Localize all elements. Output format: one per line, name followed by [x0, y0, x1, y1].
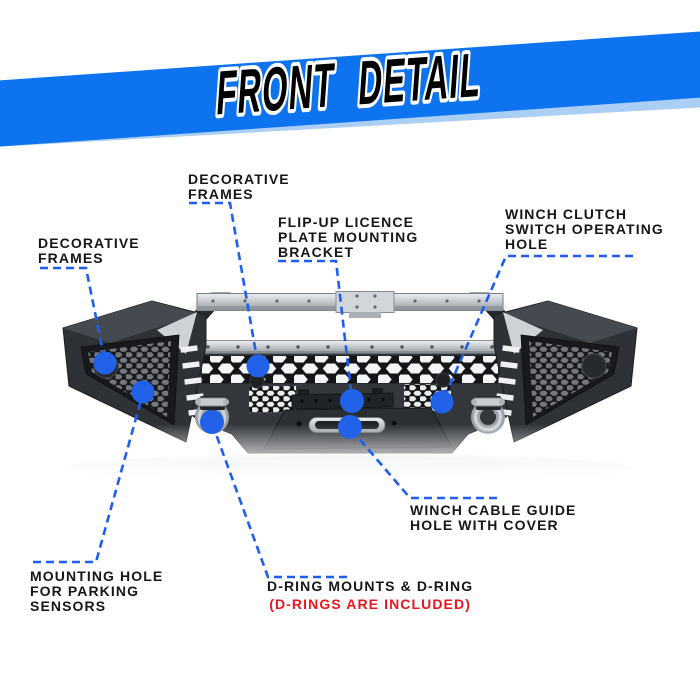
callout-line-d-ring: [210, 422, 347, 579]
callout-dot-flip-up: [340, 389, 364, 413]
title-banner: FRONT DETAIL: [0, 27, 700, 150]
label-line: SWITCH OPERATING: [505, 221, 664, 237]
label-d-ring-note: (D-RINGS ARE INCLUDED): [269, 596, 471, 612]
top-bar: [196, 291, 504, 318]
label-line: MOUNTING HOLE: [30, 568, 164, 584]
vent-left: [248, 385, 297, 414]
callout-line-decorative-left: [40, 266, 107, 363]
label-parking-sensors: MOUNTING HOLE FOR PARKING SENSORS: [30, 569, 163, 614]
label-line: HOLE WITH COVER: [410, 517, 559, 533]
label-line: D-RING MOUNTS & D-RING: [267, 578, 474, 594]
callout-dot-winch-clutch: [430, 390, 454, 414]
label-line: FRAMES: [188, 186, 254, 202]
label-d-ring-mounts: D-RING MOUNTS & D-RING (D-RINGS ARE INCL…: [267, 579, 473, 612]
label-winch-clutch-switch: WINCH CLUTCH SWITCH OPERATING HOLE: [505, 207, 664, 252]
label-line: FLIP-UP LICENCE: [278, 214, 415, 230]
callout-line-winch-cable: [349, 427, 497, 500]
label-line: DECORATIVE: [38, 235, 140, 251]
label-line: FRAMES: [38, 250, 104, 266]
callout-dot-parking: [131, 380, 155, 404]
callout-dot-winch-cable: [338, 415, 362, 439]
callout-dot-decorative-top: [246, 354, 270, 378]
callout-line-winch-clutch: [441, 254, 633, 402]
label-decorative-frames-left: DECORATIVE FRAMES: [38, 236, 140, 266]
banner-ribbon: [0, 27, 700, 150]
winch-clutch-knob: [435, 372, 451, 388]
label-decorative-frames-top: DECORATIVE FRAMES: [188, 172, 290, 202]
label-line: HOLE: [505, 236, 549, 252]
label-line: WINCH CABLE GUIDE: [410, 502, 577, 518]
callout-dot-decorative-left: [93, 351, 117, 375]
label-line: BRACKET: [278, 244, 355, 260]
label-winch-cable-guide: WINCH CABLE GUIDE HOLE WITH COVER: [410, 503, 576, 533]
label-line: PLATE MOUNTING: [278, 229, 419, 245]
label-line: FOR PARKING: [30, 583, 140, 599]
callout-line-decorative-top: [189, 201, 260, 366]
callout-line-flip-up: [278, 259, 354, 401]
fog-light-right: [581, 353, 607, 379]
callout-line-parking: [33, 392, 145, 564]
label-flip-up-licence-plate: FLIP-UP LICENCE PLATE MOUNTING BRACKET: [278, 215, 418, 260]
callout-dot-d-ring: [200, 410, 224, 434]
label-line: SENSORS: [30, 598, 107, 614]
wing-right: [493, 300, 638, 443]
label-line: DECORATIVE: [188, 171, 290, 187]
label-line: WINCH CLUTCH: [505, 206, 628, 222]
